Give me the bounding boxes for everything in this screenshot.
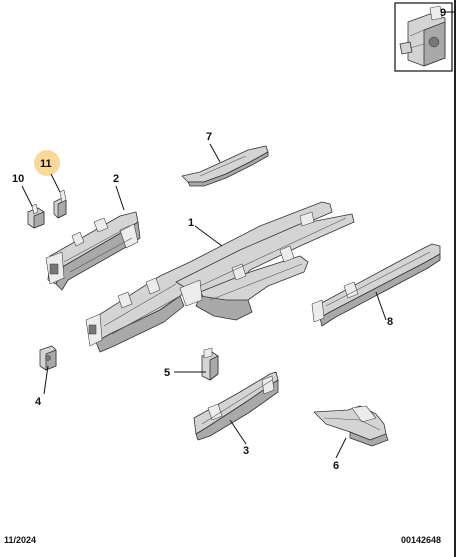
part-4[interactable] <box>39 345 57 371</box>
callout-11-highlight <box>34 150 60 176</box>
callout-9: 9 <box>440 7 446 19</box>
callout-7: 7 <box>206 131 212 143</box>
part-10[interactable] <box>27 203 45 229</box>
leader-lines <box>21 11 454 459</box>
part-8[interactable] <box>311 243 441 327</box>
part-6[interactable] <box>313 405 389 447</box>
right-border-line <box>454 0 456 557</box>
footer-reference: 00142648 <box>401 535 441 545</box>
callout-1: 1 <box>188 217 194 229</box>
part-3[interactable] <box>193 371 279 441</box>
part-2[interactable] <box>45 211 141 291</box>
callout-11[interactable]: 11 <box>40 158 52 170</box>
part-11[interactable] <box>53 189 67 219</box>
callout-2: 2 <box>113 173 119 185</box>
callout-4: 4 <box>35 396 42 408</box>
callout-6: 6 <box>333 460 339 472</box>
part-5[interactable] <box>201 347 219 381</box>
callout-10: 10 <box>12 173 24 185</box>
part-7[interactable] <box>181 145 269 187</box>
callout-5: 5 <box>164 367 170 379</box>
part-1[interactable] <box>85 201 355 353</box>
footer-date: 11/2024 <box>4 535 36 545</box>
part-9-inset[interactable] <box>394 2 453 72</box>
callout-8: 8 <box>387 316 393 328</box>
callout-3: 3 <box>243 445 249 457</box>
